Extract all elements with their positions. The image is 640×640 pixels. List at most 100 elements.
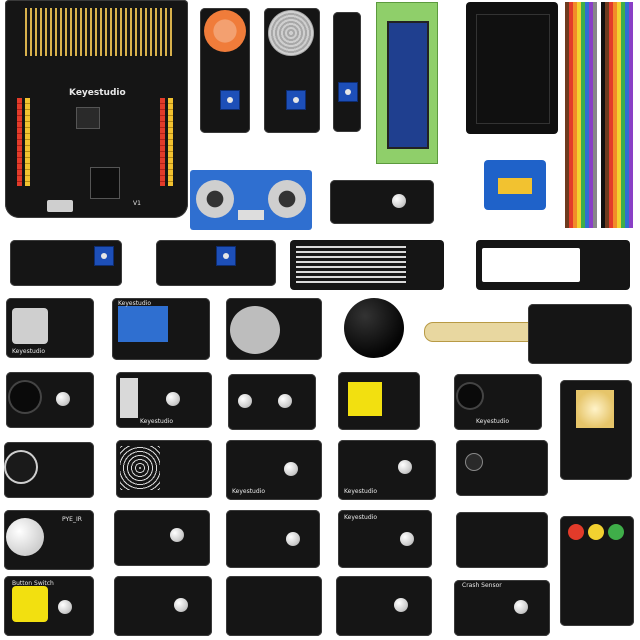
led-module-white	[228, 374, 316, 430]
temp-sensor	[456, 440, 548, 496]
buzzer-led	[56, 392, 70, 406]
soil-sensor	[476, 240, 630, 290]
switch-led	[174, 598, 188, 612]
button-module: Button Switch	[4, 576, 94, 636]
button-cap	[12, 586, 48, 622]
white-led-2	[278, 394, 292, 408]
crash-led	[514, 600, 528, 614]
photocell-2	[336, 576, 432, 636]
board-brand: Keyestudio	[69, 88, 126, 98]
rotation-knob	[12, 308, 48, 344]
lcd-module	[376, 2, 438, 164]
yellow-led	[348, 382, 382, 416]
lcd-screen	[387, 21, 429, 149]
red-header-left	[17, 98, 22, 186]
touch-pattern	[120, 446, 160, 490]
tilt-tube	[120, 378, 138, 418]
gas-sensor-mesh	[268, 10, 314, 56]
ultrasonic-module	[190, 170, 312, 230]
sound-label: Keyestudio	[476, 418, 509, 425]
tilt-label: Keyestudio	[140, 418, 173, 425]
ir-receiver-module	[10, 240, 122, 286]
ir-obstacle-module	[330, 180, 434, 224]
ultrasonic-eye-left	[196, 180, 234, 218]
traffic-light-module	[560, 516, 634, 626]
gas-pot	[220, 90, 240, 110]
buzzer-module-2	[4, 442, 94, 498]
battery-slot	[476, 14, 550, 124]
red-header-right	[160, 98, 165, 186]
reed-switch	[114, 510, 210, 566]
switch-module	[114, 576, 212, 636]
white-led	[238, 394, 252, 408]
tilt-led	[166, 392, 180, 406]
gas-sensor-orange	[200, 8, 250, 133]
gas-pot-2	[286, 90, 306, 110]
flex-board	[528, 304, 632, 364]
joystick-cap	[344, 298, 404, 358]
buzzer-module	[6, 372, 94, 428]
button-led	[58, 600, 72, 614]
power-jack	[91, 168, 119, 198]
servo-motor-icon	[484, 160, 546, 210]
relay-module: Keyestudio	[112, 298, 210, 360]
joystick-module	[226, 298, 322, 360]
photocell-module: Keyestudio	[226, 440, 322, 500]
traffic-yellow	[588, 524, 604, 540]
mic	[458, 384, 482, 408]
hall-sensor: Keyestudio	[338, 440, 436, 500]
ir-pot	[94, 246, 114, 266]
yellow-header-left	[25, 98, 30, 186]
crash-label: Crash Sensor	[462, 582, 502, 589]
buzzer-disc-2	[6, 452, 36, 482]
hall-label: Keyestudio	[344, 488, 377, 495]
regulator-chip	[77, 108, 99, 128]
photocell2-led	[394, 598, 408, 612]
crash-sensor: Crash Sensor	[454, 580, 550, 636]
hall-led	[398, 460, 412, 474]
rotation-label: Keyestudio	[12, 348, 45, 355]
hall-sensor-2	[456, 512, 548, 568]
ultrasonic-crystal	[238, 210, 264, 220]
big-led	[576, 390, 614, 428]
yellow-header-right	[168, 98, 173, 186]
main-shield-board: Keyestudio V1	[5, 0, 188, 218]
flame-label: Keyestudio	[344, 514, 377, 521]
traffic-red	[568, 524, 584, 540]
tilt-sensor: Keyestudio	[116, 372, 212, 428]
ultrasonic-eye-right	[268, 180, 306, 218]
water-sensor	[290, 240, 444, 290]
pir-label: PYE_IR	[62, 516, 82, 523]
photocell-label: Keyestudio	[232, 488, 265, 495]
traffic-green	[608, 524, 624, 540]
flex-sensor	[424, 304, 632, 364]
touch-module	[116, 440, 212, 498]
flame-led	[400, 532, 414, 546]
temp-chip	[466, 454, 482, 470]
servo-label	[498, 178, 532, 194]
buzzer-disc	[10, 382, 40, 412]
flame-sensor: Keyestudio	[338, 510, 432, 568]
board-side-label: V1	[133, 200, 141, 207]
pir-module: PYE_IR	[4, 510, 94, 570]
flame-module	[156, 240, 276, 286]
joystick-base	[230, 306, 280, 354]
led2-dot	[286, 532, 300, 546]
gas-sensor-cap	[204, 10, 246, 52]
soil-fork	[482, 248, 580, 282]
big-led-module	[560, 380, 632, 480]
edge-connector	[25, 8, 175, 56]
tracking-pot	[338, 82, 358, 102]
relay-label: Keyestudio	[118, 300, 151, 307]
gas-sensor-silver	[264, 8, 320, 133]
line-tracking-sensor	[333, 12, 361, 132]
jumper-wires-icon	[565, 2, 633, 228]
yellow-led-module	[338, 372, 420, 430]
photocell-led	[284, 462, 298, 476]
rotation-sensor: Keyestudio	[6, 298, 94, 358]
button-label: Button Switch	[12, 580, 54, 587]
led-bar-module	[226, 576, 322, 636]
relay-block	[118, 306, 168, 342]
reed-led	[170, 528, 184, 542]
